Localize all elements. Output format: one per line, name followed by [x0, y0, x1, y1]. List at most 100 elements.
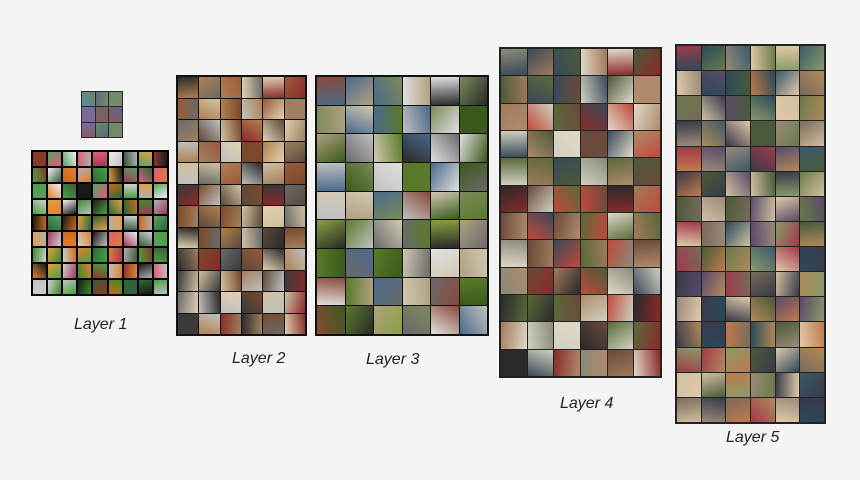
image-patch	[33, 232, 47, 246]
image-patch	[402, 191, 430, 220]
image-patch	[750, 347, 775, 372]
image-patch	[800, 146, 824, 171]
image-patch	[775, 322, 800, 347]
image-patch	[527, 322, 554, 349]
image-patch	[199, 249, 220, 270]
layer1-filter-grid	[31, 150, 169, 296]
image-patch	[775, 146, 800, 171]
image-patch	[317, 162, 345, 191]
image-patch	[554, 240, 580, 267]
image-patch	[63, 168, 77, 182]
image-patch	[33, 152, 47, 166]
image-patch	[220, 292, 241, 313]
image-patch	[726, 297, 750, 322]
image-patch	[607, 295, 634, 322]
image-patch	[242, 163, 263, 184]
image-patch	[607, 76, 634, 103]
image-patch	[634, 103, 660, 130]
image-patch	[123, 248, 137, 262]
image-patch	[634, 240, 660, 267]
layer5-label: Layer 5	[726, 429, 780, 446]
image-patch	[527, 131, 554, 158]
image-patch	[374, 191, 402, 220]
image-patch	[108, 152, 122, 166]
image-patch	[242, 227, 263, 248]
image-patch	[701, 221, 726, 247]
image-patch	[501, 49, 527, 76]
image-patch	[701, 247, 726, 272]
image-patch	[726, 221, 750, 247]
image-patch	[317, 277, 345, 306]
image-patch	[78, 152, 92, 166]
image-patch	[726, 196, 750, 221]
image-patch	[345, 277, 373, 306]
image-patch	[109, 107, 122, 122]
image-patch	[775, 46, 800, 71]
image-patch	[138, 216, 152, 230]
image-patch	[459, 306, 487, 334]
image-patch	[459, 248, 487, 277]
image-patch	[33, 264, 47, 278]
image-patch	[48, 200, 62, 214]
image-patch	[775, 196, 800, 221]
image-patch	[178, 292, 199, 313]
image-patch	[63, 248, 77, 262]
image-patch	[78, 280, 92, 294]
image-patch	[63, 232, 77, 246]
image-patch	[178, 141, 199, 162]
image-patch	[554, 295, 580, 322]
image-patch	[153, 232, 167, 246]
image-patch	[726, 71, 750, 96]
image-patch	[284, 77, 305, 98]
image-patch	[402, 277, 430, 306]
image-patch	[220, 163, 241, 184]
image-patch	[677, 347, 701, 372]
image-patch	[345, 162, 373, 191]
image-patch	[48, 168, 62, 182]
image-patch	[527, 213, 554, 240]
image-patch	[374, 134, 402, 162]
image-patch	[634, 213, 660, 240]
image-patch	[775, 372, 800, 397]
image-patch	[178, 184, 199, 205]
image-patch	[242, 184, 263, 205]
image-patch	[109, 122, 122, 137]
image-patch	[677, 272, 701, 297]
image-patch	[82, 92, 95, 107]
image-patch	[317, 220, 345, 248]
image-patch	[800, 221, 824, 247]
image-patch	[123, 264, 137, 278]
image-patch	[726, 322, 750, 347]
image-patch	[402, 105, 430, 134]
image-patch	[402, 134, 430, 162]
image-patch	[701, 146, 726, 171]
layer2-feature-grid	[176, 75, 307, 336]
layer3-feature-grid	[315, 75, 489, 336]
image-patch	[93, 264, 107, 278]
image-patch	[607, 213, 634, 240]
image-patch	[199, 227, 220, 248]
image-patch	[607, 240, 634, 267]
image-patch	[199, 206, 220, 227]
image-patch	[199, 184, 220, 205]
image-patch	[220, 227, 241, 248]
image-patch	[750, 146, 775, 171]
image-patch	[33, 280, 47, 294]
image-patch	[580, 103, 607, 130]
image-patch	[634, 185, 660, 212]
image-patch	[263, 184, 284, 205]
image-patch	[153, 248, 167, 262]
image-patch	[554, 267, 580, 294]
image-patch	[677, 196, 701, 221]
image-patch	[345, 77, 373, 105]
image-patch	[701, 322, 726, 347]
image-patch	[78, 168, 92, 182]
image-patch	[178, 227, 199, 248]
image-patch	[263, 77, 284, 98]
image-patch	[726, 372, 750, 397]
image-patch	[431, 306, 459, 334]
image-patch	[800, 347, 824, 372]
image-patch	[153, 280, 167, 294]
image-patch	[750, 196, 775, 221]
image-patch	[220, 249, 241, 270]
